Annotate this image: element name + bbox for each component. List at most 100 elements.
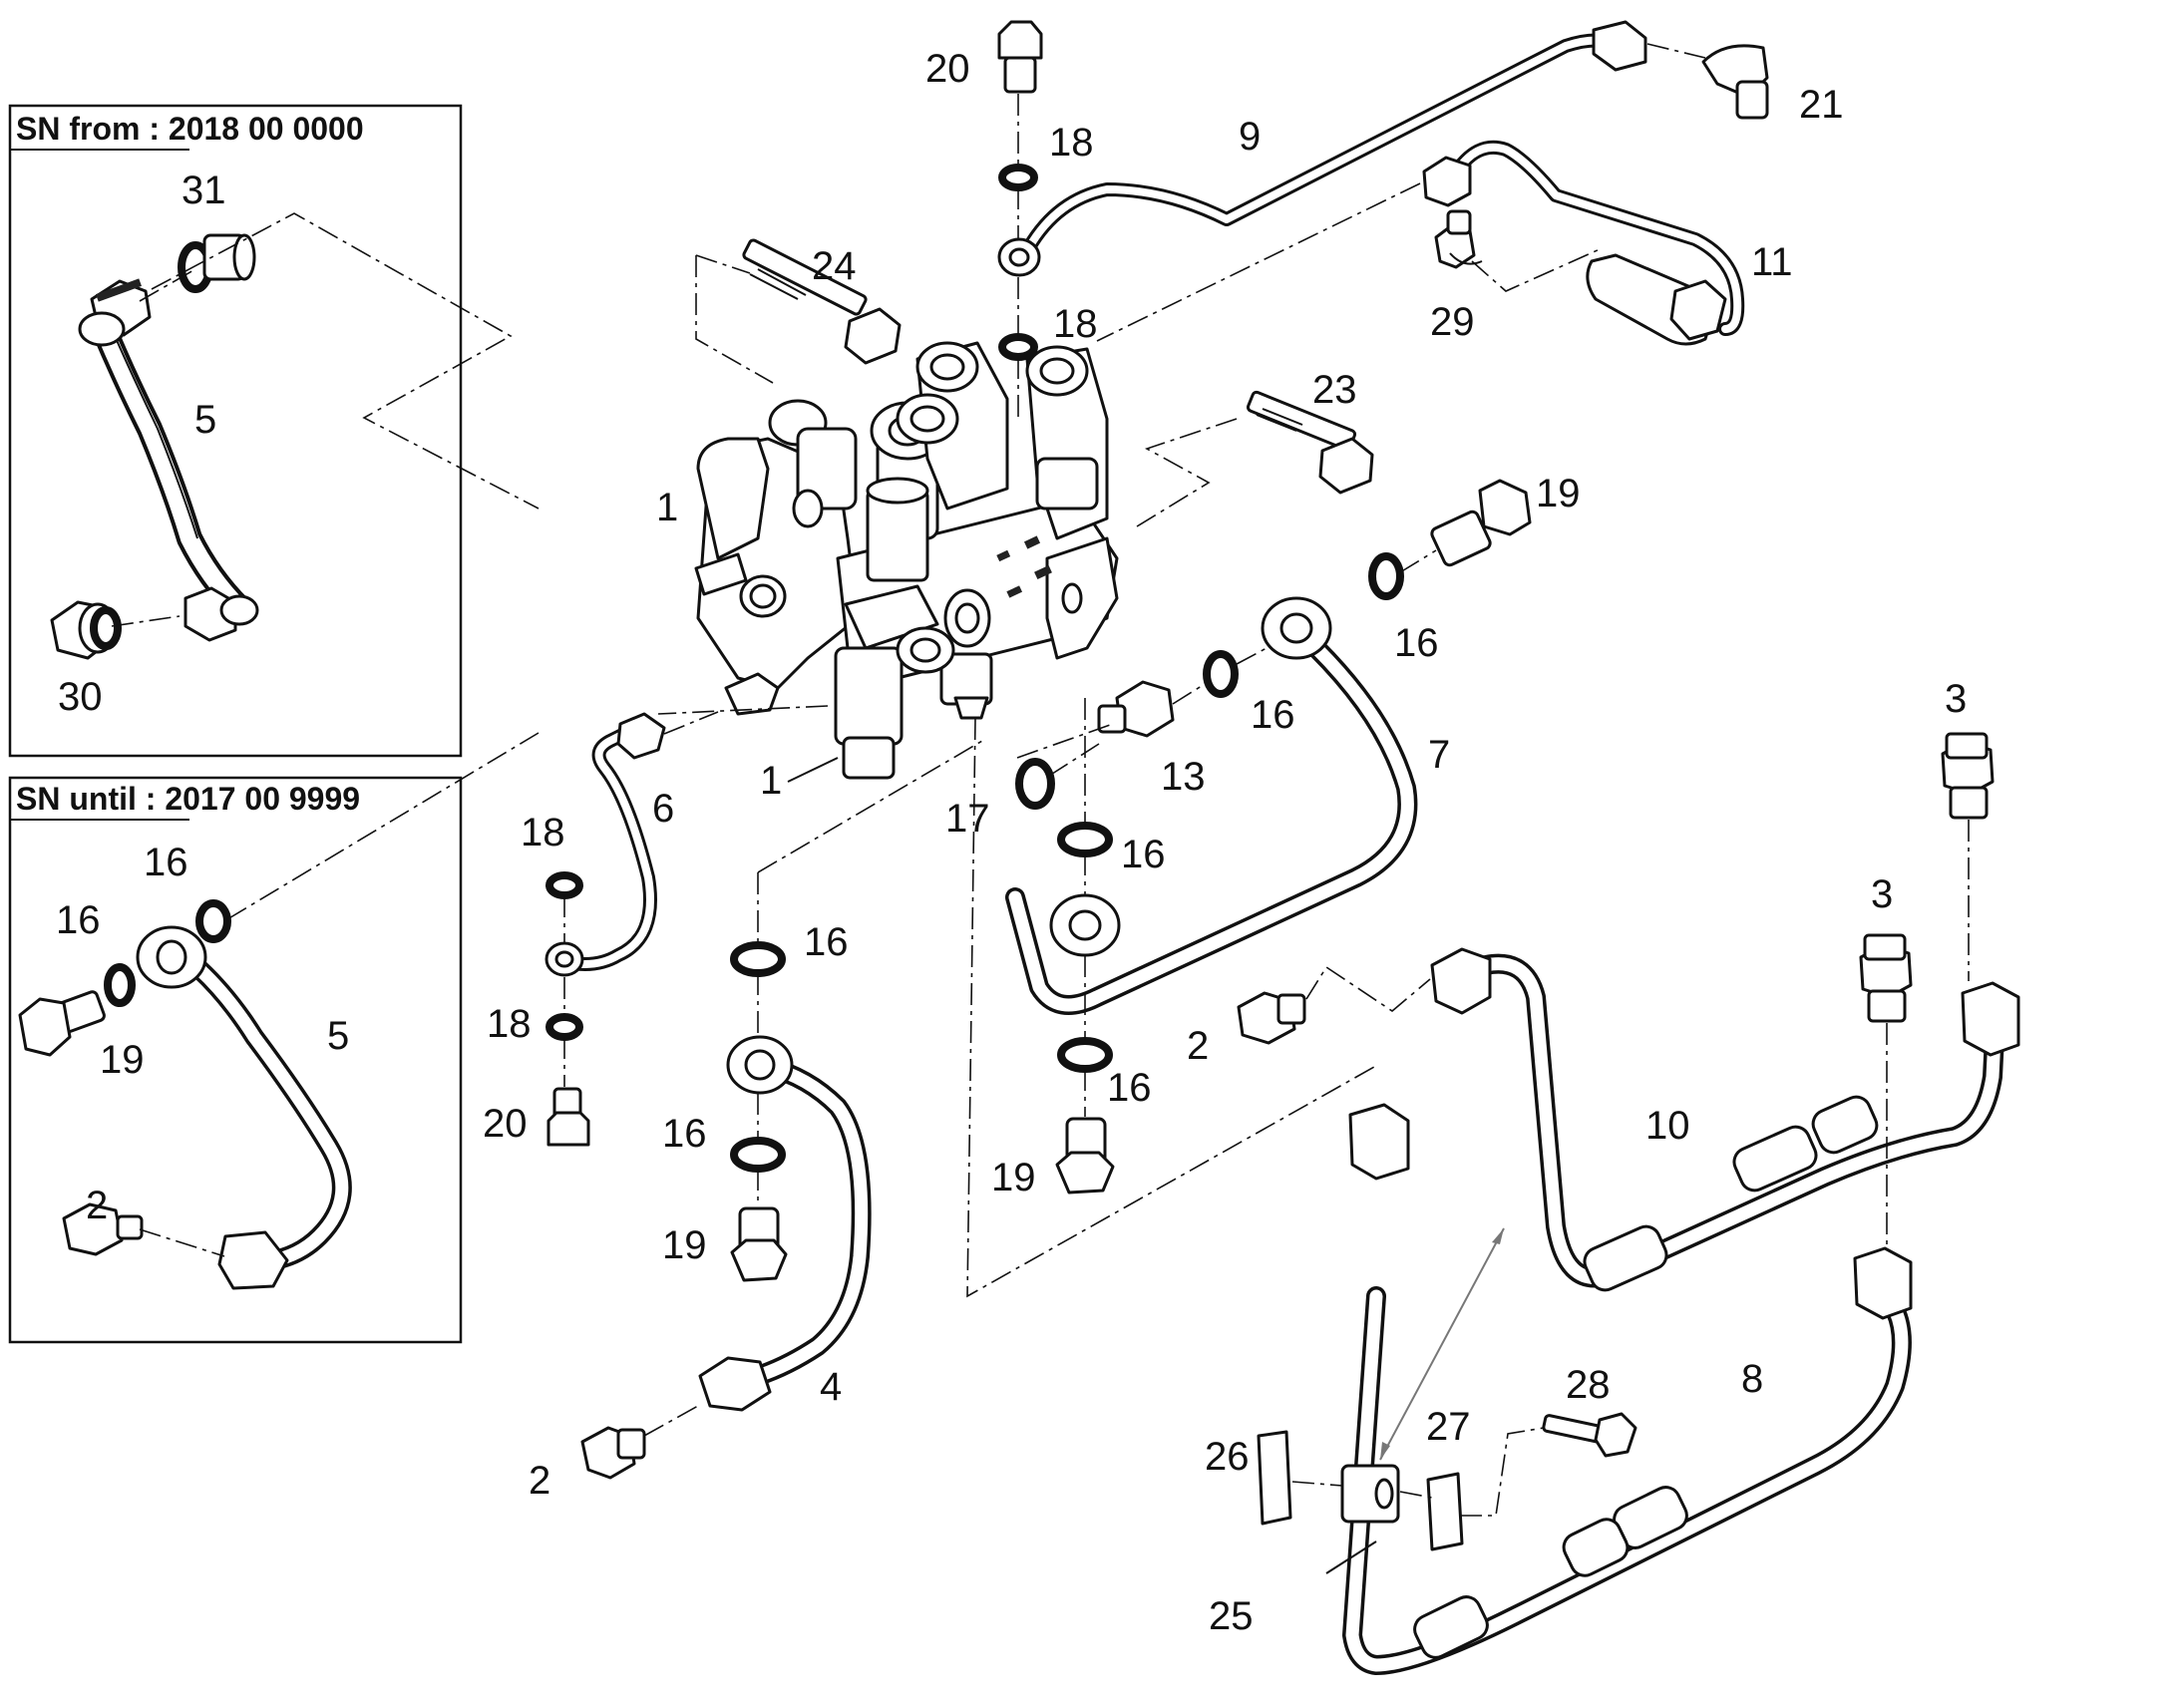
panel-header-sn-until: SN until : 2017 00 9999 [16,781,360,817]
callout-20-bottom: 20 [483,1102,528,1146]
callout-31: 31 [182,169,226,212]
callout-21: 21 [1799,83,1844,127]
banjo-bolt-19-pipe7 [1055,1117,1115,1195]
callout-19-right: 19 [1536,472,1581,515]
callout-25: 25 [1209,1594,1254,1638]
inset-panel-sn-from: SN from : 2018 00 0000 [8,104,540,758]
fitting-part-30 [50,600,122,660]
callout-27: 27 [1426,1405,1471,1449]
callout-2-inset: 2 [86,1184,108,1227]
callout-5-inset-bottom: 5 [327,1014,349,1058]
callout-19-pipe7: 19 [991,1156,1036,1199]
pipe-part-6 [545,712,666,977]
callout-18-left-a: 18 [521,811,565,854]
callout-16-right-top: 16 [1394,621,1439,665]
fitting-part-2-pipe4 [580,1426,646,1480]
callout-2-bottom: 2 [529,1459,550,1503]
bolt-part-23 [1246,390,1374,495]
valve-top-elbow-right [1025,345,1109,540]
clamp-part-25 [1340,1464,1400,1524]
washer-18-top-a [998,164,1038,191]
washer-16-inset-b [104,963,136,1007]
banjo-bolt-19-pipe4 [730,1206,788,1282]
panel-header-sn-from: SN from : 2018 00 0000 [16,111,364,147]
banjo-bolt-20-top [997,20,1043,94]
callout-2-center: 2 [1187,1024,1209,1068]
callout-26: 26 [1205,1435,1250,1479]
callout-11: 11 [1751,240,1793,284]
banjo-pipe-part-5-inset [136,925,352,1290]
elbow-fitting-part-21 [1701,44,1769,120]
inset-panel-sn-until: SN until : 2017 00 9999 16 16 5 19 2 [8,732,540,1344]
callout-1-lower: 1 [760,759,782,803]
valve-hex-plug [866,477,929,582]
pipe-part-9 [997,20,1647,277]
hose-end-fitting-bottom [183,586,259,642]
callout-16-pipe7-top: 16 [1121,833,1166,876]
valve-lower-port-left [834,646,904,780]
pipe-part-10 [1430,947,2020,1292]
breather-part-29 [1434,209,1483,269]
adapter-part-3-right [1941,732,1995,820]
fitting-part-2-right [1237,991,1306,1045]
adapter-part-3-mid [1859,933,1913,1023]
callout-1-upper: 1 [656,486,678,529]
valve-top-elbow-center [896,341,1009,511]
callout-8: 8 [1741,1357,1763,1401]
callout-6: 6 [652,787,674,831]
washer-18-left-a [545,871,583,899]
callout-3-top: 3 [1945,677,1967,721]
callout-18-left-b: 18 [487,1002,532,1046]
callout-23: 23 [1312,368,1357,412]
washer-16-pipe7-a [1057,822,1113,857]
fitting-part-31 [178,233,256,293]
callout-29: 29 [1430,300,1475,344]
callout-28: 28 [1566,1363,1611,1407]
callout-16-right-mid: 16 [1251,693,1295,737]
plate-part-27 [1426,1472,1464,1551]
washer-16-right-b [1203,650,1239,698]
bolt-part-24 [742,238,902,365]
hose-part-5-inset [78,278,259,642]
callout-16-pipe4-top: 16 [804,920,849,964]
washer-16-pipe7-b [1057,1037,1113,1073]
callout-4: 4 [820,1365,842,1409]
callout-7: 7 [1428,733,1450,777]
pipe-part-11 [1422,140,1745,346]
banjo-bolt-20-bottom [546,1087,590,1147]
callout-16-pipe4-bottom: 16 [662,1112,707,1156]
banjo-bolt-19-inset [18,990,106,1057]
washer-16-right-a [1368,552,1404,600]
callout-9: 9 [1239,115,1261,159]
callout-18-top-b: 18 [1053,302,1098,346]
pipe-part-8 [1342,1103,1913,1675]
plug-part-13 [1097,680,1175,738]
banjo-bolt-19-right [1430,479,1532,567]
washer-16-pipe4-a [730,941,786,977]
callout-13: 13 [1161,755,1206,799]
callout-16-pipe7-bottom: 16 [1107,1066,1152,1110]
callout-30: 30 [58,675,103,719]
callout-16-inset-top: 16 [144,841,188,884]
valve-lower-port-right [939,652,993,720]
pipe-part-7 [1005,596,1418,1015]
callout-24: 24 [812,244,857,288]
washer-18-left-b [545,1013,583,1041]
fitting-part-2-inset [62,1202,144,1256]
callout-18-top-a: 18 [1049,121,1094,165]
washer-16-pipe4-b [730,1137,786,1173]
callout-labels: 1 1 2 2 3 3 4 6 7 8 9 10 11 13 16 16 16 … [483,47,1967,1638]
callout-19-inset: 19 [100,1038,145,1082]
callout-5-inset-top: 5 [194,398,216,442]
washer-16-plug13 [1015,758,1055,810]
valve-port-markings [996,535,1052,598]
callout-3-mid: 3 [1871,872,1893,916]
spacer-part-26 [1257,1430,1292,1526]
valve-top-elbow-left [768,399,858,511]
valve-block-part-1 [694,341,1119,780]
valve-side-outlet [844,584,991,674]
callout-17: 17 [945,797,990,841]
washer-18-top-b [998,333,1038,361]
bolt-part-28 [1542,1412,1637,1458]
